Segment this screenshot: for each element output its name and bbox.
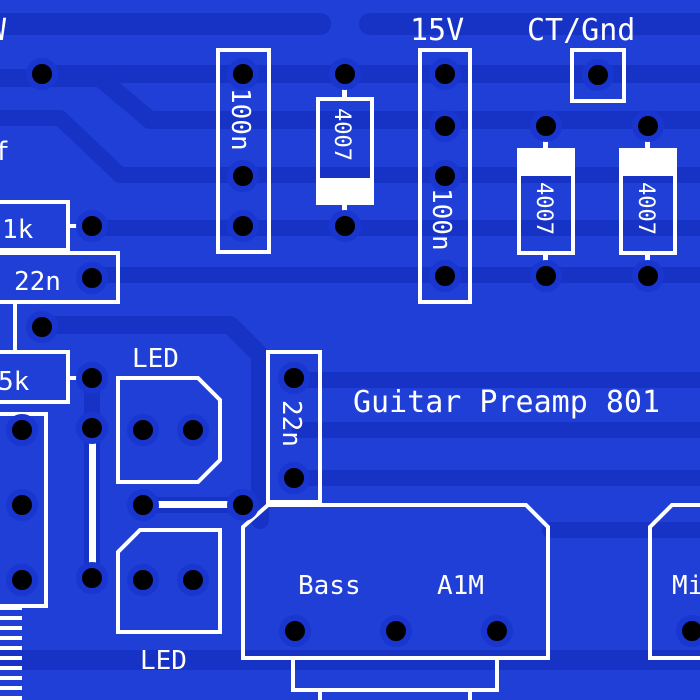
- label-led-bottom: LED: [140, 646, 187, 676]
- pad: [429, 160, 461, 192]
- led-link-wire: [143, 501, 243, 508]
- label-diode-1: 4007: [329, 108, 354, 161]
- cap-22n-mid-outline: [266, 350, 322, 504]
- pad: [676, 615, 700, 647]
- pad: [26, 311, 58, 343]
- pad: [127, 564, 159, 596]
- led-top-outline: [116, 376, 222, 484]
- pot-bass-tab: [291, 658, 499, 692]
- trace-diag-b: [0, 110, 700, 183]
- pad: [481, 615, 513, 647]
- pad: [278, 362, 310, 394]
- cap-100n-left-outline: [216, 48, 271, 254]
- label-diode-2: 4007: [531, 182, 556, 235]
- pad: [530, 260, 562, 292]
- pad: [177, 414, 209, 446]
- cap-100n-right-outline: [418, 48, 472, 304]
- diode-1-band: [318, 178, 372, 203]
- pad: [76, 262, 108, 294]
- pad: [127, 489, 159, 521]
- pad: [227, 210, 259, 242]
- label-cap-22n-mid: 22n: [276, 400, 306, 447]
- jumper-wire: [89, 427, 96, 579]
- label-led-top: LED: [132, 344, 179, 374]
- pad: [380, 615, 412, 647]
- pad: [6, 564, 38, 596]
- pad: [329, 58, 361, 90]
- pads: [6, 58, 700, 647]
- pad: [632, 260, 664, 292]
- label-pot-bass: Bass: [298, 571, 361, 601]
- pad: [6, 489, 38, 521]
- label-cap-22n-left: 22n: [14, 267, 61, 297]
- label-res-5k: 5k: [0, 367, 30, 397]
- pad: [632, 110, 664, 142]
- pot-bass-base: [318, 690, 472, 700]
- pad: [227, 489, 259, 521]
- led-bottom-outline: [116, 528, 222, 634]
- label-res-1k: 1k: [2, 215, 34, 245]
- label-edge-w: W: [0, 13, 7, 48]
- ct-gnd-pad-outline: [570, 48, 626, 103]
- pad: [227, 58, 259, 90]
- pot-right-outline: [648, 503, 700, 660]
- pad: [76, 362, 108, 394]
- pad: [429, 58, 461, 90]
- pad: [227, 160, 259, 192]
- pad: [429, 110, 461, 142]
- label-edge-f: f: [0, 137, 10, 167]
- pad: [429, 260, 461, 292]
- pad: [279, 615, 311, 647]
- pad: [76, 562, 108, 594]
- pad: [76, 412, 108, 444]
- label-pot-value: A1M: [437, 571, 484, 601]
- silkscreen-fills: [0, 74, 675, 700]
- trace-row-325: [31, 316, 269, 529]
- diode-2-band: [519, 150, 573, 176]
- pad: [530, 110, 562, 142]
- label-ct-gnd: CT/Gnd: [527, 13, 635, 48]
- pad: [76, 210, 108, 242]
- label-diode-3: 4007: [633, 182, 658, 235]
- label-cap-100n-right: 100n: [426, 188, 456, 251]
- pad: [278, 462, 310, 494]
- label-cap-100n-left: 100n: [225, 88, 255, 151]
- labels: W 15V CT/Gnd f 1k 22n 5k LED LED Guitar …: [0, 13, 700, 676]
- connector-comb: [0, 606, 22, 700]
- pad: [26, 58, 58, 90]
- pad: [177, 564, 209, 596]
- label-title: Guitar Preamp 801: [353, 385, 660, 420]
- pad: [127, 414, 159, 446]
- pot-bass-outline: [241, 503, 550, 660]
- cap-22n-left-outline: [0, 251, 120, 304]
- label-pot-right: Mi: [672, 571, 700, 601]
- pad: [6, 414, 38, 446]
- pad: [329, 210, 361, 242]
- diode-3-band: [621, 150, 675, 176]
- label-15v: 15V: [410, 13, 464, 48]
- pad: [582, 59, 614, 91]
